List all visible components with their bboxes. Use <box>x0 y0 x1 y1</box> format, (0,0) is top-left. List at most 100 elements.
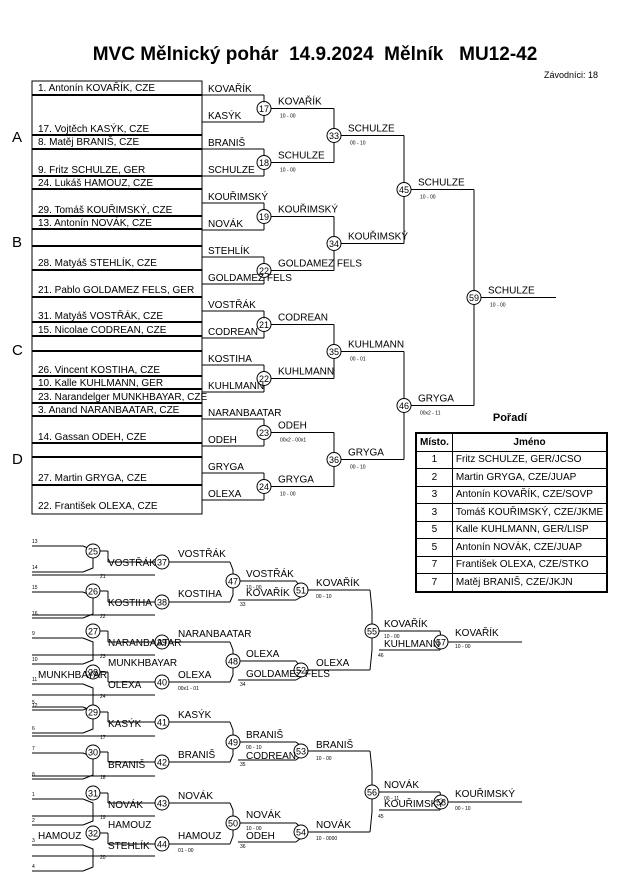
bracket-connector <box>82 844 94 872</box>
match-r1-circle <box>256 317 272 332</box>
r1-competitor: CODREAN <box>208 327 258 338</box>
rep-match-58-number: 58 <box>436 798 446 808</box>
entry-name: 8. Matěj BRANIŠ, CZE <box>38 135 139 148</box>
rep-score: 45 <box>378 814 384 820</box>
r2-score: 00x2 - 00x1 <box>280 438 306 444</box>
entry-name: 27. Martin GRYGA, CZE <box>38 473 147 484</box>
rep-seed-number: 17 <box>100 735 106 741</box>
rep-match-25-circle <box>85 543 101 559</box>
match-r2-number: 33 <box>329 131 339 141</box>
rep-match-54-number: 54 <box>296 828 306 838</box>
rep-seed-number: 11 <box>32 677 37 683</box>
rep-name: ODEH <box>246 831 275 842</box>
rep-match-50-circle <box>225 815 241 831</box>
rep-name: GOLDAMEZ FELS <box>246 669 330 680</box>
results-header-name: Jméno <box>451 432 609 452</box>
match-r2-number: 34 <box>329 239 339 249</box>
rep-match-50-number: 50 <box>228 819 238 829</box>
rep-match-49-number: 49 <box>228 738 238 748</box>
rep-match-32-number: 32 <box>88 829 98 839</box>
entry-name: 3. Anand NARANBAATAR, CZE <box>38 405 180 416</box>
rep-seed-number: 14 <box>32 565 38 571</box>
results-competitor: Antonín KOVAŘÍK, CZE/SOVP <box>451 485 609 504</box>
rep-name: KOVAŘÍK <box>455 626 499 639</box>
rep-score: 36 <box>240 844 246 850</box>
results-place: 1 <box>414 450 453 469</box>
match-r2-circle <box>326 452 342 467</box>
rep-name: VOSTŘÁK <box>108 556 156 569</box>
results-competitor: Fritz SCHULZE, GER/JCSO <box>451 450 609 469</box>
rep-seed-number: 8 <box>32 772 35 778</box>
winner-name: SCHULZE <box>488 286 535 297</box>
r1-competitor: BRANIŠ <box>208 136 246 149</box>
rep-match-56-circle <box>364 784 380 800</box>
entry-name: 14. Gassan ODEH, CZE <box>38 432 147 443</box>
rep-score: 00x1 - 01 <box>178 686 199 692</box>
r3-competitor: GRYGA <box>348 448 384 459</box>
rep-score: 00 - 10 <box>316 594 332 600</box>
match-r1-number: 21 <box>259 320 269 330</box>
rep-match-51-number: 51 <box>296 586 306 596</box>
rep-seed-number: 2 <box>32 818 35 824</box>
entry-name: 31. Matyáš VOSTŘÁK, CZE <box>38 309 163 322</box>
rep-match-26-number: 26 <box>88 587 98 597</box>
r4-score: 00x2 - 11 <box>420 411 441 417</box>
rep-name: VOSTŘÁK <box>178 547 226 560</box>
pool-label-b: B <box>12 234 22 251</box>
results-header-place: Místo. <box>414 432 453 452</box>
rep-name: OLEXA <box>108 680 142 691</box>
match-r3-circle <box>396 398 412 413</box>
rep-seed-number: 12 <box>32 703 38 709</box>
rep-name: KOUŘIMSKÝ <box>455 787 515 800</box>
match-r1-number: 22 <box>259 374 269 384</box>
rep-name: VOSTŘÁK <box>246 567 294 580</box>
results-competitor: Antonín NOVÁK, CZE/JUAP <box>451 538 609 557</box>
rep-match-53-circle <box>293 743 309 759</box>
rep-score: 10 - 00 <box>246 826 262 832</box>
rep-name: MUNKHBAYAR <box>38 670 107 681</box>
rep-match-47-circle <box>225 573 241 589</box>
entry-name: 13. Antonín NOVÁK, CZE <box>38 216 152 229</box>
rep-match-37-circle <box>154 554 170 570</box>
rep-score: 00 - 10 <box>455 806 471 812</box>
r2-competitor: CODREAN <box>278 313 328 324</box>
rep-match-43-circle <box>154 795 170 811</box>
rep-seed-number: 7 <box>32 746 35 752</box>
results-place: 5 <box>414 538 453 557</box>
match-r1-circle <box>256 101 272 116</box>
rep-match-31-number: 31 <box>88 789 98 799</box>
match-r1-number: 24 <box>259 482 269 492</box>
entry-name: 22. František OLEXA, CZE <box>38 501 158 512</box>
rep-match-48-circle <box>225 653 241 669</box>
r2-competitor: GOLDAMEZ FELS <box>278 259 362 270</box>
r1-competitor: KOSTIHA <box>208 354 252 365</box>
rep-name: OLEXA <box>316 658 350 669</box>
entry-name: 26. Vincent KOSTIHA, CZE <box>38 365 160 376</box>
r2-score: 10 - 00 <box>280 168 296 174</box>
results-competitor: Matěj BRANIŠ, CZE/JKJN <box>451 573 609 593</box>
r1-competitor: STEHLÍK <box>208 244 250 257</box>
rep-name: BRANIŠ <box>316 738 354 751</box>
rep-match-57-circle <box>433 634 449 650</box>
match-r2-circle <box>326 128 342 143</box>
rep-match-43-number: 43 <box>157 799 167 809</box>
match-r1-circle <box>256 425 272 440</box>
r1-competitor: KOVAŘÍK <box>208 82 252 95</box>
rep-score: 46 <box>378 653 384 659</box>
winner-score: 10 - 00 <box>490 303 506 309</box>
rep-name: KOVAŘÍK <box>384 617 428 630</box>
rep-match-42-circle <box>154 754 170 770</box>
rep-match-48-number: 48 <box>228 657 238 667</box>
r4-competitor: SCHULZE <box>418 178 465 189</box>
r1-competitor: GOLDAMEZ FELS <box>208 273 292 284</box>
rep-match-55-number: 55 <box>367 627 377 637</box>
rep-name: KASÝK <box>108 717 142 730</box>
r1-competitor: NARANBAATAR <box>208 408 282 419</box>
r2-competitor: KOUŘIMSKÝ <box>278 203 338 216</box>
entry-name: 1. Antonín KOVAŘÍK, CZE <box>38 81 155 94</box>
match-r1-circle <box>256 155 272 170</box>
